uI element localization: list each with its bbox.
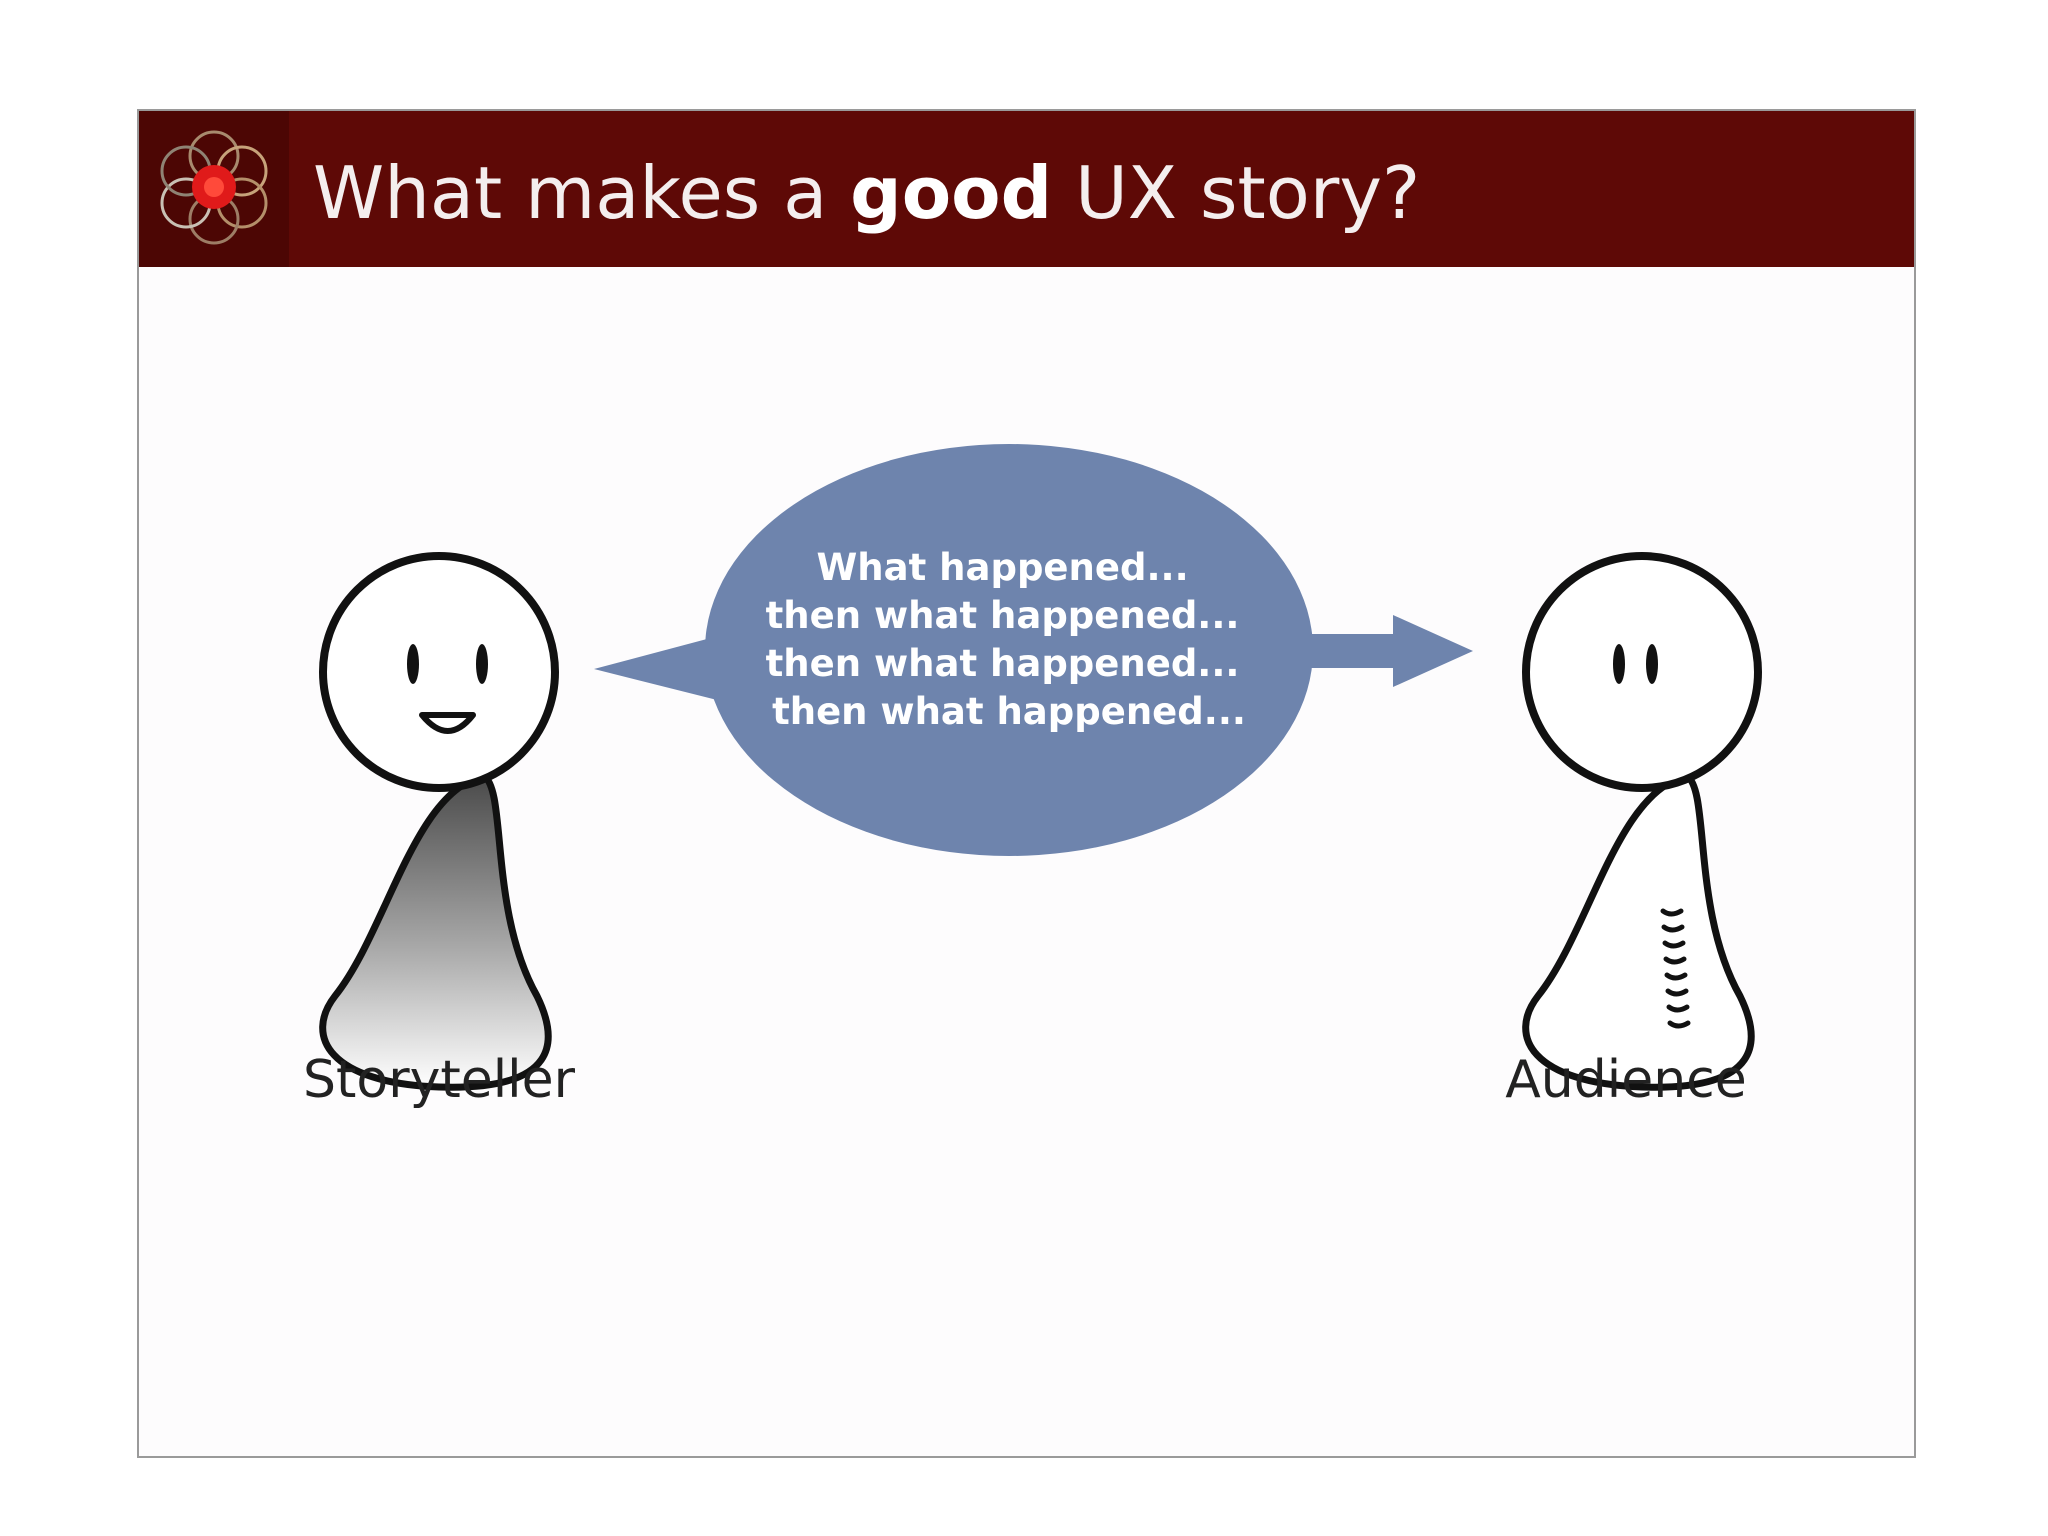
page-title: What makes a good UX story? [313, 111, 1420, 267]
audience-figure-icon [1522, 552, 1762, 1091]
speech-bubble-icon: What happened... then what happened... t… [594, 444, 1313, 856]
title-bold: good [850, 151, 1053, 235]
storyteller-label: Storyteller [303, 1050, 576, 1110]
flower-logo-icon [139, 111, 289, 267]
bubble-line-3: then what happened... [766, 642, 1240, 685]
bubble-line-2: then what happened... [766, 594, 1240, 637]
storyteller-figure-icon [319, 552, 559, 1091]
arrow-right-icon [1311, 615, 1473, 687]
bubble-line-1: What happened... [816, 546, 1188, 589]
slide: What makes a good UX story? What happene… [137, 109, 1916, 1458]
bubble-line-4: then what happened... [772, 690, 1246, 733]
storytelling-diagram: What happened... then what happened... t… [303, 444, 1762, 1110]
title-pre: What makes a [313, 151, 828, 235]
svg-text:What happened... then: What happened... then what happened... t… [766, 546, 1253, 733]
title-post: UX story? [1075, 151, 1421, 235]
title-bar: What makes a good UX story? [139, 111, 1914, 267]
audience-label: Audience [1505, 1050, 1747, 1110]
